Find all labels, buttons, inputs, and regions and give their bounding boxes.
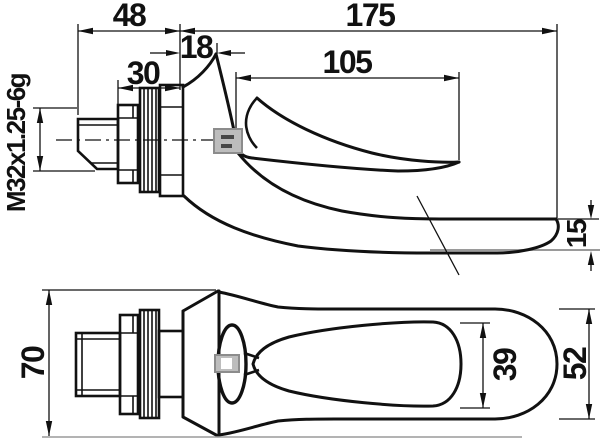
highlight-rect [213, 128, 243, 154]
arrowhead-left [78, 27, 93, 35]
base-block-plan [157, 329, 185, 399]
dimension-18: 18 [150, 29, 245, 65]
dim-39-label: 39 [487, 348, 523, 381]
tangent-leader-line [416, 195, 460, 276]
arrowhead-up [479, 323, 487, 338]
arrowhead-right [542, 27, 557, 35]
highlight-box-plan [214, 354, 240, 373]
dimension-70: 70 [15, 289, 522, 438]
ext-lines [235, 72, 460, 160]
highlight-inner [221, 358, 232, 369]
dim-48-label: 48 [113, 0, 146, 33]
dim-15-label: 15 [561, 219, 592, 248]
arrowhead-right [165, 27, 180, 35]
arrowhead-down [36, 156, 44, 171]
thread-lines-plan [76, 333, 120, 396]
arrowhead-up [587, 251, 595, 265]
arrowhead-up [45, 290, 53, 305]
dim-105-label: 105 [323, 44, 373, 80]
arrowhead-left [166, 50, 180, 56]
arrowhead-up [36, 108, 44, 123]
escutcheon [158, 83, 185, 198]
nut-facets-plan [120, 315, 138, 414]
arrowhead-down [45, 421, 53, 436]
highlight-mark-2 [221, 144, 232, 148]
ext-lines [460, 322, 490, 409]
dim-175-label: 175 [346, 0, 396, 33]
arrowhead-left [236, 74, 251, 82]
dim-52-label: 52 [557, 347, 593, 380]
dimension-30: 30 [117, 55, 180, 104]
threaded-shank [76, 117, 120, 171]
dimension-39: 39 [460, 322, 523, 409]
cone-plan [181, 289, 221, 438]
dimension-105: 105 [235, 44, 460, 160]
arrowhead-right [217, 50, 231, 56]
dimension-175: 175 [180, 0, 558, 219]
arrowhead-down [585, 404, 593, 419]
dimension-48: 48 [77, 0, 181, 115]
thread-spec-label: M32x1.25-6g [1, 73, 31, 212]
dim-70-label: 70 [15, 346, 51, 379]
arrowhead-down [587, 205, 595, 219]
arrowhead-left [180, 27, 195, 35]
mounting-nut [116, 103, 140, 185]
arrowhead-up [585, 309, 593, 324]
ext-line [77, 24, 181, 115]
highlight-box-side [213, 128, 243, 154]
body-peak-and-slot-edge [214, 52, 461, 173]
dimension-15: 15 [558, 200, 599, 271]
side-view [56, 52, 600, 276]
arrowhead-right [444, 74, 459, 82]
spout-tip [495, 217, 560, 255]
spout-outline-plan [217, 290, 559, 437]
lever-handle-top-edge [255, 96, 461, 164]
top-view [74, 289, 559, 438]
highlight-mark-1 [221, 135, 234, 139]
arrowhead-right [165, 84, 180, 92]
flange-stack-lines-plan [143, 310, 157, 418]
spout-underside [182, 194, 499, 255]
arrowhead-down [479, 393, 487, 408]
dim-18-label: 18 [180, 29, 213, 65]
dimension-thread: M32x1.25-6g [1, 73, 95, 212]
arrowhead-left [118, 84, 133, 92]
body-back-edge [181, 52, 218, 89]
flange-stack-lines [143, 88, 157, 192]
mounting-nut-plan [118, 313, 140, 416]
escutcheon-steps [160, 106, 183, 176]
spout-top-surface [236, 151, 558, 221]
dim-30-label: 30 [127, 55, 160, 91]
lever-handle-plan [251, 320, 463, 408]
lever-handle-back-curl [244, 97, 258, 149]
dimension-52: 52 [557, 308, 595, 420]
